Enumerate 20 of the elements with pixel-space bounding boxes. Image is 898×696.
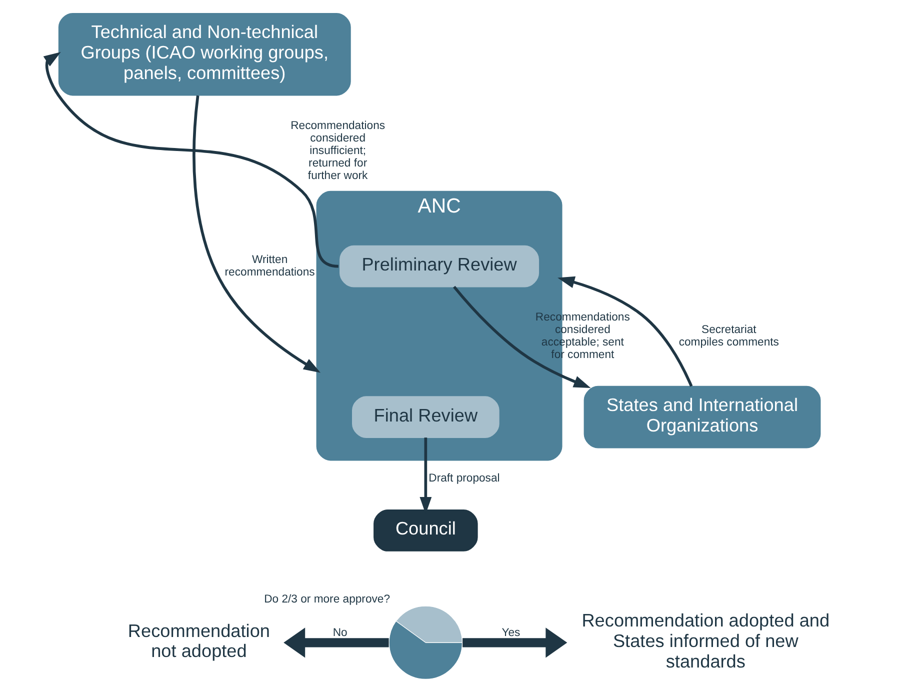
- edge-label: Secretariat compiles comments: [678, 324, 779, 348]
- node-text: Recommendation not adopted: [128, 620, 270, 661]
- arrow: [43, 51, 339, 268]
- edge-label: Recommendations considered insufficient; returned for further work: [290, 120, 386, 182]
- edge-label: Yes: [502, 626, 520, 638]
- arrow: [284, 627, 389, 658]
- arrow: [558, 276, 693, 386]
- edge-label: Draft proposal: [428, 472, 500, 484]
- arrow: [462, 627, 568, 658]
- arrow: [453, 285, 591, 388]
- edge-label: Written recommendations: [224, 253, 315, 278]
- node-box: Final Review: [352, 396, 500, 438]
- arrow: [192, 94, 321, 372]
- node-label: Do 2/3 or more approve?: [264, 592, 390, 605]
- edge-label: No: [332, 626, 348, 638]
- node-text: Recommendation adopted and States informed of new standards: [582, 610, 830, 671]
- node-box: Technical and Non-technical Groups (ICAO working groups, panels, committees): [58, 12, 351, 96]
- node-box: Council: [374, 508, 478, 551]
- node-box: States and International Organizations: [584, 385, 821, 448]
- node-box: Preliminary Review: [340, 244, 540, 287]
